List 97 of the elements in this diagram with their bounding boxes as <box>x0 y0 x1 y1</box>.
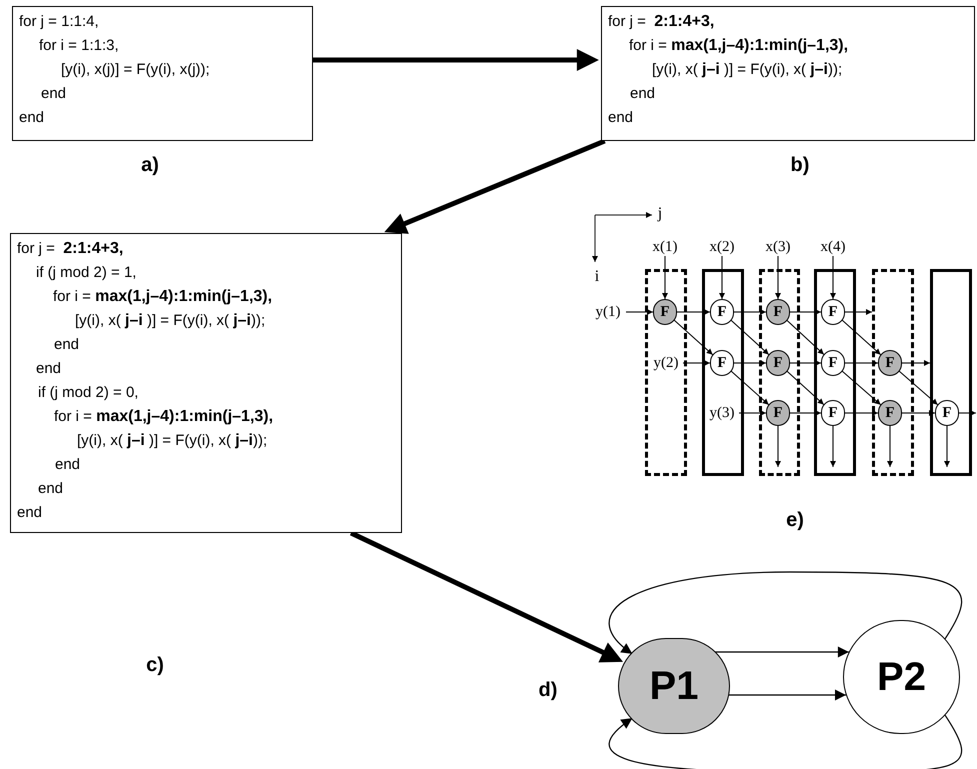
code-line: end <box>19 108 44 128</box>
code-line: end <box>55 455 80 475</box>
code-line: end <box>41 84 66 104</box>
arrow <box>719 256 725 300</box>
arrow <box>786 320 824 355</box>
function-node: F <box>821 350 845 376</box>
arrow <box>674 320 714 356</box>
code-line: [y(i), x( j–i )] = F(y(i), x( j–i)); <box>75 311 266 331</box>
code-line: for i = max(1,j–4):1:min(j–1,3), <box>629 36 848 56</box>
arrow <box>902 360 930 366</box>
partition-box <box>930 269 972 476</box>
arrow <box>958 410 976 416</box>
arrow <box>676 309 710 315</box>
function-node: F <box>710 350 734 376</box>
variable-label: y(2) <box>649 354 683 372</box>
code-line: [y(i), x(j)] = F(y(i), x(j)); <box>61 60 210 80</box>
code-box <box>12 6 313 141</box>
arrow <box>714 646 849 658</box>
variable-label: y(1) <box>590 303 626 321</box>
arrow <box>775 426 781 468</box>
variable-label: x(2) <box>702 238 742 256</box>
arrow <box>662 256 668 300</box>
function-node: F <box>766 350 790 376</box>
code-line: end <box>630 84 656 104</box>
variable-label: x(4) <box>813 238 853 256</box>
code-line: if (j mod 2) = 0, <box>38 383 138 403</box>
code-line: for i = 1:1:3, <box>39 36 119 56</box>
arrow <box>730 370 770 406</box>
arrow <box>842 320 882 356</box>
code-line: if (j mod 2) = 1, <box>36 263 136 283</box>
arrow <box>350 530 624 662</box>
panel-label: c) <box>146 655 164 675</box>
arrow <box>738 410 766 416</box>
arrow <box>790 360 822 366</box>
arrow <box>609 714 962 769</box>
arrow <box>842 370 882 406</box>
code-line: for j = 2:1:4+3, <box>608 12 714 32</box>
panel-label: b) <box>790 153 810 178</box>
variable-label: x(3) <box>758 238 798 256</box>
arrow <box>313 49 599 71</box>
variable-label: y(3) <box>705 404 739 422</box>
code-line: for i = max(1,j–4):1:min(j–1,3), <box>53 287 272 307</box>
function-node: F <box>878 400 902 426</box>
arrow <box>734 309 766 315</box>
arrow <box>830 426 836 468</box>
arrow <box>775 256 781 300</box>
arrow <box>730 320 770 356</box>
arrow <box>790 309 822 315</box>
arrow <box>734 360 766 366</box>
arrow <box>844 309 872 315</box>
function-node: F <box>766 400 790 426</box>
arrow <box>887 426 893 468</box>
function-node: F <box>766 299 790 325</box>
panel-label: e) <box>786 510 804 530</box>
panel-label: a) <box>141 153 159 178</box>
code-line: end <box>38 479 64 499</box>
function-node: F <box>821 400 845 426</box>
code-line: for j = 1:1:4, <box>19 12 99 32</box>
arrow <box>729 690 846 700</box>
function-node: F <box>935 400 959 426</box>
process-node: P1 <box>618 638 730 734</box>
arrow <box>902 410 936 416</box>
panel-label: d) <box>538 680 558 700</box>
arrow <box>944 426 950 468</box>
code-line: end <box>54 335 80 355</box>
arrow <box>608 571 962 654</box>
function-node: F <box>710 299 734 325</box>
axis-label: j <box>658 206 662 222</box>
arrow <box>844 410 878 416</box>
dashed-partition-box <box>645 269 687 476</box>
arrow <box>790 410 822 416</box>
axis-label: i <box>594 269 600 285</box>
function-node: F <box>821 299 845 325</box>
arrow <box>626 309 654 315</box>
code-box <box>10 233 402 533</box>
function-node: F <box>878 350 902 376</box>
code-line: for j = 2:1:4+3, <box>17 239 124 259</box>
code-line: end <box>17 503 42 523</box>
arrow <box>682 360 710 366</box>
arrow <box>830 256 836 300</box>
partition-box <box>814 269 856 476</box>
process-node: P2 <box>843 620 960 734</box>
variable-label: x(1) <box>645 238 685 256</box>
dashed-partition-box <box>759 269 800 476</box>
arrow <box>898 370 938 406</box>
code-box <box>601 6 975 141</box>
arrow <box>384 138 606 234</box>
code-line: for i = max(1,j–4):1:min(j–1,3), <box>54 407 274 427</box>
code-line: end <box>36 359 62 379</box>
function-node: F <box>653 299 677 325</box>
dashed-partition-box <box>872 269 914 476</box>
code-line: end <box>608 108 634 128</box>
code-line: [y(i), x( j–i )] = F(y(i), x( j–i)); <box>652 60 842 80</box>
code-line: [y(i), x( j–i )] = F(y(i), x( j–i)); <box>77 431 268 451</box>
arrow <box>786 370 824 406</box>
arrow <box>844 360 878 366</box>
partition-box <box>702 269 744 476</box>
